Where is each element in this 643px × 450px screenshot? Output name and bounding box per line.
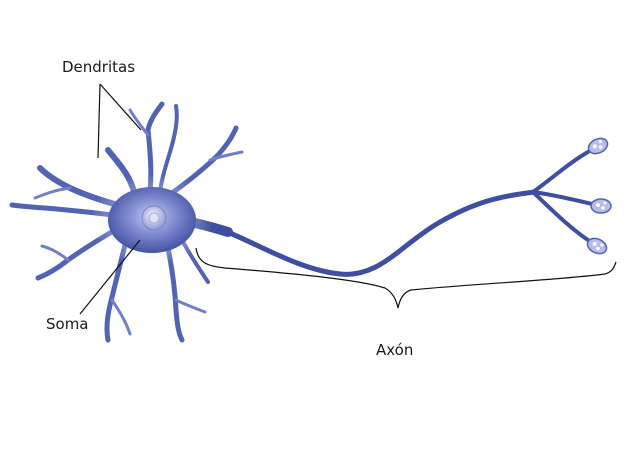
axon-label: Axón — [376, 341, 414, 359]
dendrite — [208, 150, 244, 162]
leader-lines — [79, 83, 617, 315]
axon-terminals — [586, 137, 612, 255]
dendrites-label: Dendritas — [62, 58, 136, 76]
dendrite — [33, 186, 72, 200]
soma-leader-line — [79, 239, 141, 315]
dendrite — [174, 298, 207, 314]
soma — [90, 174, 214, 266]
axon-terminal-branch — [531, 150, 590, 194]
axon-terminal — [587, 137, 609, 155]
dendrite — [165, 245, 185, 343]
nucleolus — [148, 212, 160, 224]
dendrite — [40, 244, 70, 262]
axon-shaft — [222, 189, 538, 277]
axon — [185, 150, 594, 277]
axon-terminal — [586, 237, 608, 255]
axon-brace — [195, 247, 617, 309]
dendrites-leader-line — [99, 83, 142, 131]
axon-terminal-branch — [531, 190, 590, 242]
axon-terminal-branch — [531, 190, 594, 206]
axon-terminal — [590, 198, 612, 214]
dendrite — [128, 108, 150, 137]
dendrite — [104, 242, 128, 343]
dendrites-leader-line — [97, 83, 101, 159]
dendrite — [110, 298, 132, 336]
dendrite — [145, 101, 165, 195]
soma-label: Soma — [46, 315, 89, 333]
dendrite — [169, 125, 239, 196]
